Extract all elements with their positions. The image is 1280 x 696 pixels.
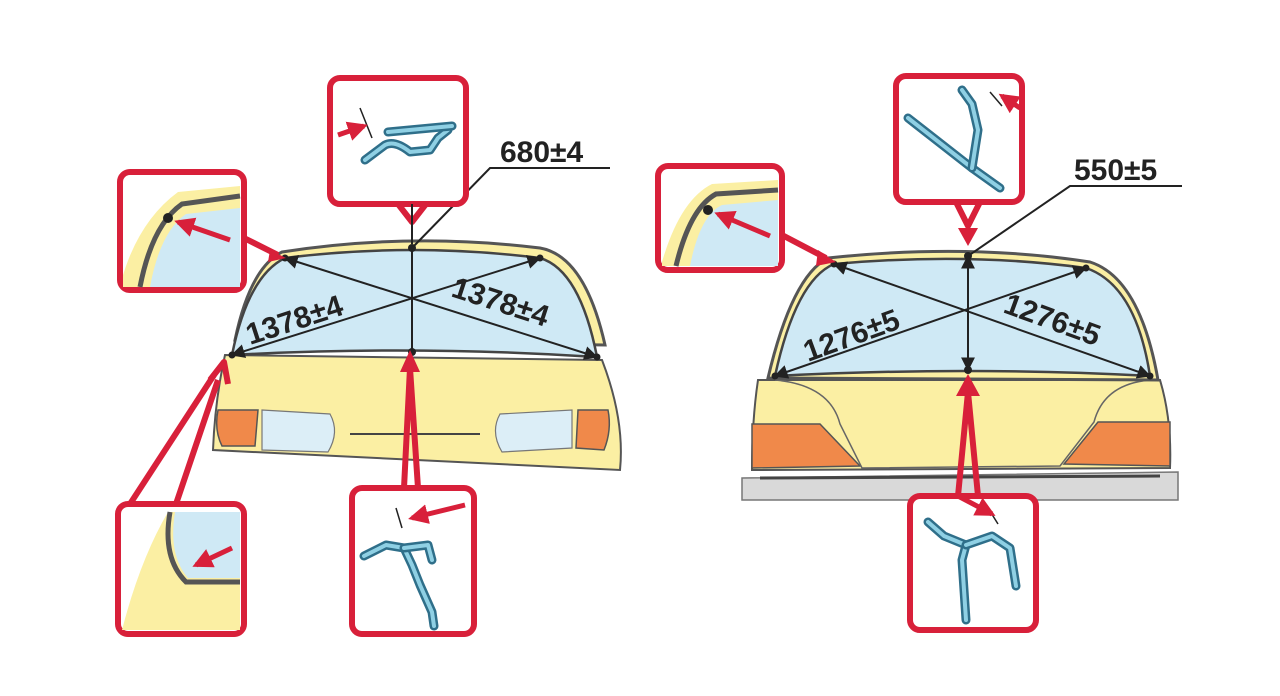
left-point-br: [593, 353, 601, 361]
right-callout-top-seal: [893, 73, 1025, 246]
left-point-tr: [536, 254, 544, 262]
right-car-body: [750, 379, 1172, 472]
left-tail-light-right: [575, 409, 611, 451]
right-tail-light-right: [1062, 421, 1171, 467]
right-height-label: 550±5: [1074, 154, 1157, 187]
left-tail-light-left: [215, 409, 259, 447]
right-diagonal-2: [773, 265, 1088, 379]
left-license-recess-right: [494, 409, 573, 453]
left-point-bl: [228, 351, 236, 359]
right-point-bottom: [964, 366, 972, 374]
left-callout-bottom-seal: [349, 350, 477, 637]
right-car-view: 1276±5 1276±5 550±5: [741, 154, 1182, 501]
right-height-leader: [967, 185, 1182, 257]
left-callout-lower-arrow: [173, 359, 231, 505]
right-callout-corner: [655, 163, 836, 273]
left-height-leader: [411, 167, 610, 249]
right-callout-bottom-seal: [907, 374, 1039, 633]
left-diagonal-2: [230, 255, 542, 358]
left-height-label: 680±4: [500, 136, 584, 169]
right-point-bl: [771, 372, 779, 380]
right-tail-light-left: [751, 423, 862, 469]
right-point-tr: [1082, 264, 1090, 272]
left-callout-lower-corner: [115, 359, 247, 637]
right-trunk-lid: [774, 379, 1151, 469]
left-car-view: 1378±4 1378±4 680±4: [211, 136, 622, 472]
right-point-br: [1146, 372, 1154, 380]
left-callout-top-seal: [327, 75, 469, 244]
left-callout-upper-corner: [117, 169, 286, 293]
left-license-recess-left: [261, 409, 336, 453]
